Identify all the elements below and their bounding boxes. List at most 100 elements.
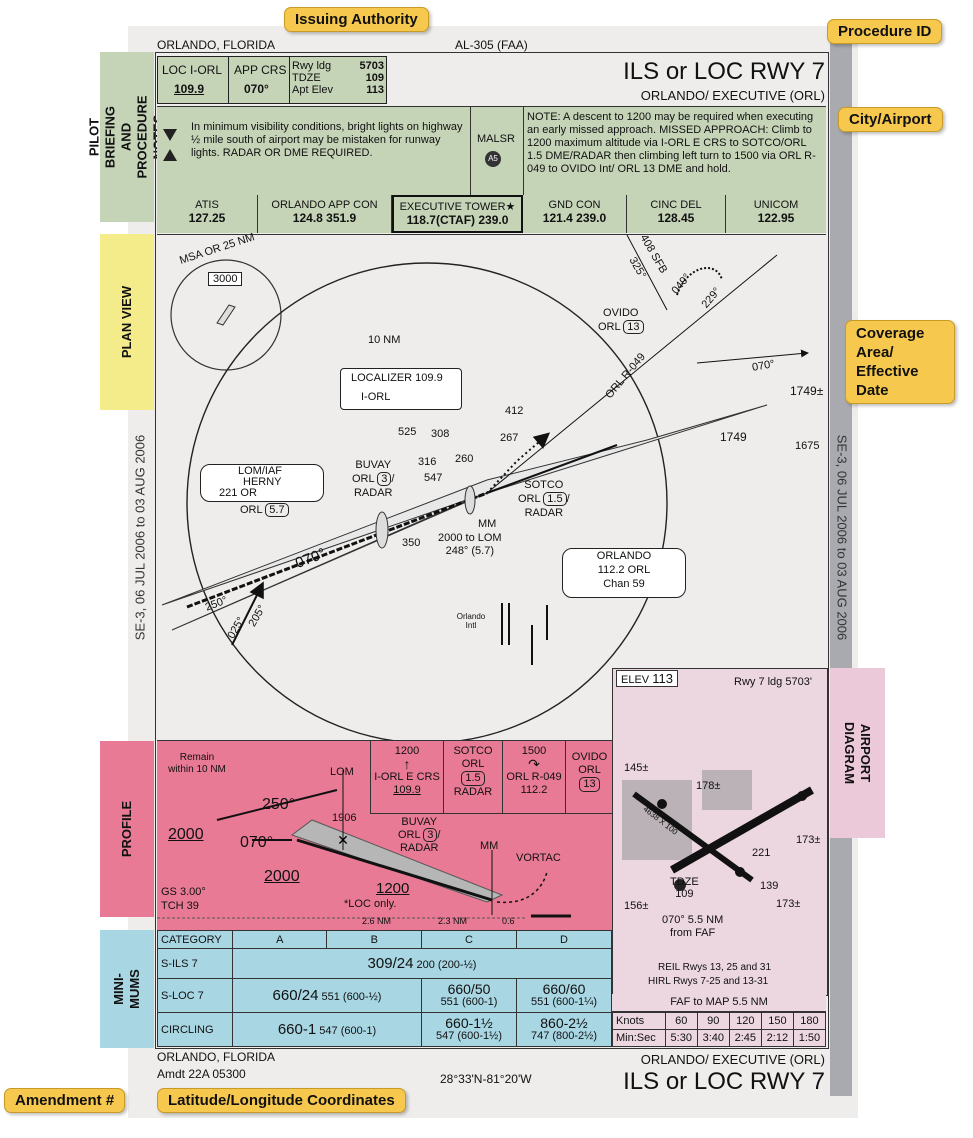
profile-dist-3: 0.6 (502, 916, 515, 926)
tab-minimums: MINI-MUMS (100, 930, 154, 1048)
comms-bar: ATIS 127.25 ORLANDO APP CON 124.8 351.9 … (157, 195, 826, 233)
profile-tch: TCH 39 (161, 900, 199, 912)
airport-elev: ELEV 113 (616, 670, 678, 687)
notes-left: In minimum visibility conditions, bright… (191, 121, 463, 159)
missed-approach-path (486, 432, 551, 494)
apt-elev: 113 (366, 84, 384, 96)
loc-label: LOC I-ORL (162, 63, 223, 77)
obstacle-308: 308 (431, 428, 450, 440)
reil-31 (735, 867, 745, 877)
tdze-label: TDZE (292, 72, 321, 84)
airport-obs-173a: 173± (796, 834, 821, 846)
comm-clnc-del: CINC DEL 128.45 (627, 195, 726, 233)
lighting-icon: A5 (485, 151, 501, 167)
sotco-fix: SOTCO ORL 1.5/ RADAR (518, 479, 570, 519)
min-header-b: B (326, 930, 422, 949)
plan-view-drawing (161, 235, 809, 740)
profile-crs-070: 070° (240, 834, 274, 851)
minimums-table: CATEGORY A B C D S-ILS 7 309/24 200 (200… (157, 930, 612, 1047)
profile-loc-only: *LOC only. (344, 898, 397, 910)
tdze: 109 (365, 72, 384, 84)
obstacle-1749a: 1749± (790, 384, 824, 398)
callout-issuing-authority: Issuing Authority (284, 7, 429, 32)
comm-app-con: ORLANDO APP CON 124.8 351.9 (258, 195, 392, 233)
obstacle-350: 350 (402, 537, 421, 549)
effective-date-left: SE-3, 06 JUL 2006 to 03 AUG 2006 (132, 434, 148, 641)
profile-alt-1906: 1906 (332, 812, 357, 824)
comm-gnd-con: GND CON 121.4 239.0 (523, 195, 627, 233)
footer-latlon: 28°33'N-81°20'W (440, 1072, 532, 1086)
profile-dist-1: 2.6 NM (362, 916, 392, 926)
profile-missed-approach-box: 1200 ↑ I-ORL E CRS 109.9 SOTCO ORL 1.5 R… (370, 740, 614, 814)
min-sils-label: S-ILS 7 (157, 948, 233, 979)
ovido-fix: OVIDO ORL 13 (598, 306, 644, 334)
tab-briefing: PILOT BRIEFING AND PROCEDURE NOTES (87, 52, 166, 222)
min-circ-label: CIRCLING (157, 1012, 233, 1047)
beacon-icon (674, 879, 686, 891)
obstacle-1749b: 1749 (720, 430, 747, 444)
callout-latlon: Latitude/Longitude Coordinates (157, 1088, 406, 1113)
airport-obs-145: 145± (624, 762, 649, 774)
min-header-d: D (516, 930, 612, 949)
footer-city: ORLANDO, FLORIDA (157, 1050, 276, 1064)
header-al-number: AL-305 (FAA) (455, 38, 528, 52)
airport-obs-139: 139 (760, 880, 779, 892)
tab-profile: PROFILE (100, 741, 154, 917)
runway-13-31 (632, 791, 754, 883)
apt-elev-label: Apt Elev (292, 84, 333, 96)
profile-alt-2000a: 2000 (168, 826, 204, 843)
airport-obs-156: 156± (624, 900, 649, 912)
callout-procedure-id: Procedure ID (827, 19, 943, 44)
mm-label: MM (478, 518, 497, 530)
mm-marker (464, 485, 476, 515)
profile-remain: Remain within 10 NM (168, 752, 226, 775)
tab-plan-view: PLAN VIEW (100, 234, 154, 410)
reil-25 (797, 791, 807, 801)
min-sils-value: 309/24 200 (200-½) (232, 948, 612, 979)
airport-obs-173b: 173± (776, 898, 801, 910)
reil-13 (657, 799, 667, 809)
profile-crs-250: 250° (262, 796, 296, 813)
obstacle-547: 547 (424, 472, 443, 484)
hangars (702, 770, 752, 810)
notes-right: NOTE: A descent to 1200 may be required … (527, 111, 816, 175)
app-crs-label: APP CRS (234, 63, 287, 77)
hold-pattern (676, 267, 723, 296)
min-header-a: A (231, 930, 328, 949)
obstacle-316: 316 (418, 456, 437, 468)
approach-course (186, 491, 488, 609)
profile-fix-mark: ✕ (337, 832, 349, 848)
profile-missed-path (496, 871, 548, 904)
localizer-feather (161, 404, 768, 606)
footer-airport: ORLANDO/ EXECUTIVE (ORL) (640, 1052, 825, 1067)
airport-name: ORLANDO/ EXECUTIVE (ORL) (640, 88, 825, 103)
min-header-c: C (421, 930, 517, 949)
min-circ-ab: 660-1 547 (600-1) (232, 1012, 422, 1047)
orlando-intl-label: Orlando Intl (456, 612, 486, 630)
rwy-ldg-label: Rwy ldg (292, 60, 332, 72)
profile-alt-2000b: 2000 (264, 868, 300, 885)
orl-57: ORL 5.7 (240, 503, 289, 517)
profile-descent-path (296, 838, 493, 902)
min-sloc-label: S-LOC 7 (157, 978, 233, 1013)
buvay-fix: BUVAY ORL 3/ RADAR (352, 459, 395, 499)
obstacle-525: 525 (398, 426, 417, 438)
obstacle-267: 267 (500, 432, 519, 444)
radial-049 (486, 254, 778, 494)
header-city: ORLANDO, FLORIDA (157, 38, 276, 52)
chart-frame (155, 52, 829, 1049)
comm-atis: ATIS 127.25 (157, 195, 258, 233)
profile-dist-2: 2.3 NM (438, 916, 468, 926)
effective-date-right: SE-3, 06 JUL 2006 to 03 AUG 2006 (834, 434, 850, 641)
callout-coverage-area: Coverage Area/ Effective Date (845, 320, 955, 404)
course-070-arrow (696, 349, 809, 364)
comm-unicom: UNICOM 122.95 (753, 199, 799, 225)
rwy-ldg: 5703 (359, 60, 384, 72)
localizer-box: LOCALIZER 109.9 I-ORL (340, 368, 462, 410)
lom-marker (375, 511, 389, 549)
